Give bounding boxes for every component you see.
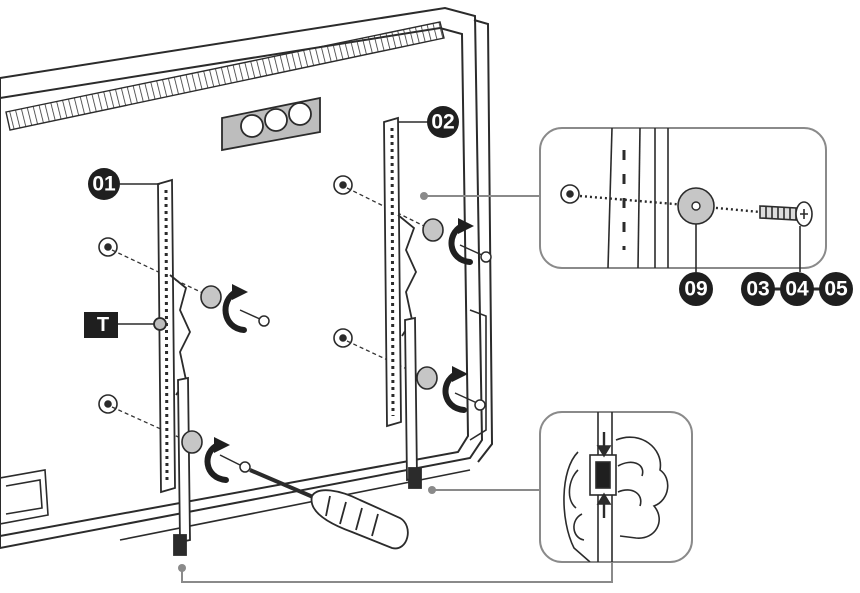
washer-icon [181, 430, 203, 454]
ventilation-grille [5, 21, 445, 131]
bracket-left-label: 01 [92, 173, 116, 196]
screw-icon [219, 454, 251, 473]
bracket-left-badge: 01 [88, 168, 160, 200]
bracket-right-label: 02 [431, 111, 454, 134]
screw-label-03: 03 [746, 278, 769, 301]
tv-mount-hole [333, 328, 353, 348]
screw-icon [459, 244, 492, 263]
washer-icon [416, 366, 438, 390]
tv-mount-hole [98, 394, 118, 414]
clockwise-rotate-arrow-icon [448, 218, 474, 265]
clockwise-rotate-arrow-icon [222, 284, 248, 333]
tool-marker: T [84, 312, 154, 338]
washer-label: 09 [684, 278, 707, 301]
clockwise-rotate-arrow-icon [204, 437, 230, 483]
left-bracket [153, 178, 191, 556]
washer-badge: 09 [679, 224, 713, 306]
washer-icon [422, 218, 444, 242]
connector-terminal [221, 96, 321, 152]
washer-icon [200, 285, 222, 309]
screw-icon [759, 201, 813, 227]
screw-label-04: 04 [785, 278, 809, 301]
clockwise-rotate-arrow-icon [442, 366, 468, 413]
screw-badges: 03 04 05 [741, 226, 853, 306]
right-bracket [383, 116, 422, 489]
screw-icon [454, 392, 486, 411]
callout-connectors [178, 192, 613, 583]
detail-box-clip-release [539, 411, 693, 563]
tv-mount-hole [333, 175, 353, 195]
tool-marker-label: T [97, 314, 109, 336]
tv-mount-hole [98, 237, 118, 257]
hand-icon [563, 436, 669, 562]
screw-label-05: 05 [824, 278, 848, 301]
screwdriver-icon [249, 468, 409, 550]
bracket-right-badge: 02 [398, 106, 459, 138]
screw-icon [239, 309, 270, 327]
washer-icon [677, 187, 715, 225]
detail-box-screw-assembly [539, 127, 827, 269]
